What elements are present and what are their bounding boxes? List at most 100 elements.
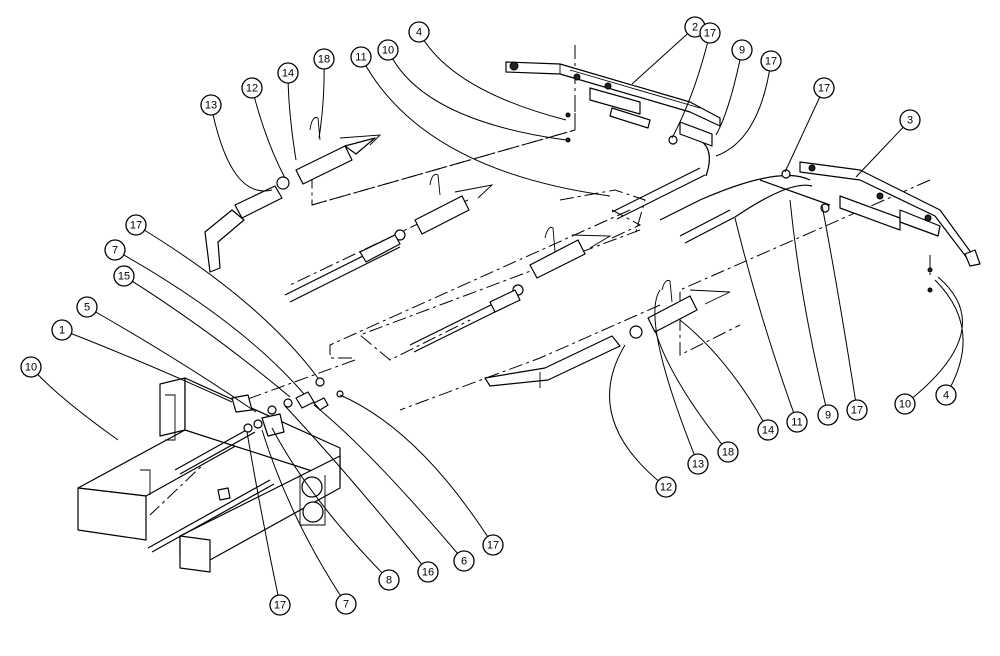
callout-circle bbox=[482, 534, 504, 556]
callout-number: 17 bbox=[487, 540, 499, 552]
callout-circle bbox=[51, 319, 73, 341]
callout-bubble: 18 bbox=[717, 441, 739, 463]
callout-number: 18 bbox=[722, 447, 734, 459]
callout-circle bbox=[20, 356, 42, 378]
callout-circle bbox=[241, 77, 263, 99]
callout-bubbles: 1234456778991010101111121213131414151617… bbox=[20, 16, 957, 616]
callout-bubble: 16 bbox=[417, 561, 439, 583]
callout-bubble: 9 bbox=[817, 404, 839, 426]
cylinder-lower bbox=[489, 227, 612, 313]
callout-bubble: 17 bbox=[699, 22, 721, 44]
callout-bubble: 18 bbox=[313, 48, 335, 70]
callout-number: 13 bbox=[205, 100, 217, 112]
callout-circle bbox=[717, 441, 739, 463]
callout-circle bbox=[935, 384, 957, 406]
callout-bubble: 6 bbox=[453, 550, 475, 572]
callout-circle bbox=[846, 399, 868, 421]
callout-bubble: 9 bbox=[731, 39, 753, 61]
callout-bubble: 12 bbox=[241, 77, 263, 99]
callout-number: 11 bbox=[355, 52, 366, 64]
callout-number: 17 bbox=[274, 600, 286, 612]
frame-bar-right bbox=[781, 161, 981, 293]
callout-circle bbox=[269, 594, 291, 616]
callout-circle bbox=[125, 214, 147, 236]
callout-number: 10 bbox=[899, 399, 911, 411]
callout-bubble: 10 bbox=[377, 39, 399, 61]
callout-circle bbox=[899, 109, 921, 131]
callout-bubble: 12 bbox=[655, 476, 677, 498]
callout-bubble: 7 bbox=[104, 239, 126, 261]
callout-number: 3 bbox=[907, 115, 913, 127]
callout-number: 17 bbox=[851, 405, 863, 417]
callout-number: 1 bbox=[59, 325, 65, 337]
callout-circle bbox=[200, 94, 222, 116]
callout-circle bbox=[786, 411, 808, 433]
callout-bubble: 17 bbox=[269, 594, 291, 616]
callout-circle bbox=[76, 296, 98, 318]
callout-circle bbox=[760, 50, 782, 72]
callout-number: 2 bbox=[692, 22, 698, 34]
callout-number: 5 bbox=[84, 302, 90, 314]
callout-circle bbox=[699, 22, 721, 44]
callout-circle bbox=[453, 550, 475, 572]
callout-bubble: 17 bbox=[125, 214, 147, 236]
callout-number: 11 bbox=[791, 417, 802, 429]
callout-number: 18 bbox=[318, 54, 330, 66]
callout-number: 8 bbox=[386, 575, 392, 587]
callout-number: 10 bbox=[382, 45, 394, 57]
frame-bar-left bbox=[505, 61, 721, 147]
callout-bubble: 8 bbox=[378, 569, 400, 591]
callout-bubble: 10 bbox=[894, 393, 916, 415]
callout-circle bbox=[313, 48, 335, 70]
callout-circle bbox=[417, 561, 439, 583]
manifold-fittings bbox=[231, 377, 344, 437]
callout-bubble: 4 bbox=[408, 21, 430, 43]
callout-number: 14 bbox=[282, 68, 294, 80]
callout-number: 10 bbox=[25, 362, 37, 374]
callout-number: 4 bbox=[416, 27, 422, 39]
callout-circle bbox=[377, 39, 399, 61]
callout-number: 13 bbox=[692, 459, 704, 471]
callout-bubble: 17 bbox=[813, 77, 835, 99]
callout-bubble: 13 bbox=[687, 453, 709, 475]
callout-bubble: 4 bbox=[935, 384, 957, 406]
callout-bubble: 10 bbox=[20, 356, 42, 378]
callout-circle bbox=[757, 419, 779, 441]
cylinder-middle bbox=[359, 174, 494, 263]
callout-bubble: 14 bbox=[277, 62, 299, 84]
callout-circle bbox=[408, 21, 430, 43]
callout-circle bbox=[731, 39, 753, 61]
callout-bubble: 3 bbox=[899, 109, 921, 131]
leader-lines bbox=[30, 26, 964, 606]
callout-bubble: 11 bbox=[350, 46, 372, 68]
long-tubes bbox=[284, 139, 831, 353]
callout-number: 17 bbox=[765, 56, 777, 68]
callout-bubble: 13 bbox=[200, 94, 222, 116]
callout-number: 17 bbox=[130, 220, 142, 232]
callout-bubble: 11 bbox=[786, 411, 808, 433]
callout-circle bbox=[350, 46, 372, 68]
callout-circle bbox=[277, 62, 299, 84]
callout-number: 17 bbox=[704, 28, 716, 40]
callout-circle bbox=[655, 476, 677, 498]
callout-circle bbox=[817, 404, 839, 426]
callout-circle bbox=[104, 239, 126, 261]
callout-number: 9 bbox=[739, 45, 745, 57]
callout-bubble: 17 bbox=[482, 534, 504, 556]
callout-bubble: 5 bbox=[76, 296, 98, 318]
callout-number: 6 bbox=[461, 556, 467, 568]
callout-circle bbox=[378, 569, 400, 591]
callout-number: 9 bbox=[825, 410, 831, 422]
callout-number: 7 bbox=[343, 599, 349, 611]
callout-bubble: 15 bbox=[113, 265, 135, 287]
callout-number: 17 bbox=[818, 83, 830, 95]
rear-beam bbox=[77, 377, 341, 573]
callout-number: 14 bbox=[762, 425, 774, 437]
callout-number: 16 bbox=[422, 567, 434, 579]
callout-number: 4 bbox=[943, 390, 949, 402]
callout-circle bbox=[813, 77, 835, 99]
callout-circle bbox=[687, 453, 709, 475]
callout-number: 7 bbox=[112, 245, 118, 257]
callout-circle bbox=[113, 265, 135, 287]
